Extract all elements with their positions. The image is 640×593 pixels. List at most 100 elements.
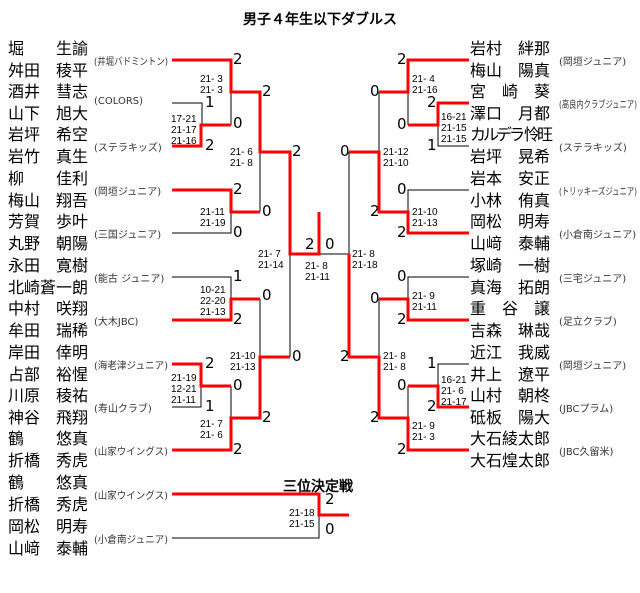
player-family-name: 鶴 [8, 473, 25, 492]
player-name: 吉森琳哉 [470, 320, 550, 342]
player-given-name: 陽大 [517, 408, 550, 427]
team-entry: 大石綾太郎大石煌太郎 [470, 428, 550, 472]
player-name: 近江我威 [470, 342, 550, 364]
bracket-line [172, 515, 320, 539]
player-name: 山下旭大 [8, 103, 88, 125]
bracket-line [407, 276, 469, 299]
game-score: 21- 4 [412, 74, 435, 85]
match-score: 2 [397, 223, 407, 241]
winner-path-line [379, 58, 469, 94]
match-score: 0 [397, 180, 407, 198]
player-family-name: 山下 [8, 104, 41, 123]
player-given-name: 朝陽 [55, 234, 88, 253]
game-score: 21-10 [412, 207, 438, 218]
game-score: 21-17 [171, 125, 197, 136]
match-score: 1 [233, 267, 243, 285]
team-entry: 川原稜祐神谷飛翔 [8, 385, 88, 429]
match-score: 0 [233, 114, 243, 132]
player-family-name: 占部 [8, 365, 41, 384]
player-family-name: 神谷 [8, 408, 41, 427]
match-score: 0 [233, 376, 243, 394]
player-given-name: 生諭 [55, 39, 88, 58]
player-name: 芳賀歩叶 [8, 211, 88, 233]
player-given-name: 綾太郎 [502, 429, 551, 448]
match-score: 1 [427, 136, 437, 154]
match-score: 2 [340, 347, 350, 365]
player-name: カルデラ怜旺 [470, 124, 553, 146]
match-score: 0 [370, 82, 380, 100]
game-score: 21-13 [200, 307, 226, 318]
player-name: 井上遼平 [470, 364, 550, 386]
player-name: 中村咲翔 [8, 298, 88, 320]
player-name: 岩竹真生 [8, 146, 88, 168]
player-given-name: 谷 譲 [501, 299, 550, 318]
player-name: 折橋秀虎 [8, 494, 88, 516]
player-family-name: 岡松 [8, 517, 41, 536]
match-score: 2 [370, 202, 380, 220]
player-name: 岩本安正 [470, 168, 550, 190]
club-name: (三国ジュニア) [94, 230, 162, 241]
player-name: 酒井彗志 [8, 81, 88, 103]
player-family-name: 北崎 [8, 278, 41, 297]
bracket-title: 男子４年生以下ダブルス [243, 12, 397, 28]
game-score: 21- 3 [200, 85, 223, 96]
winner-path-line [349, 150, 469, 235]
game-score: 12-21 [171, 384, 197, 395]
player-given-name: 晃希 [517, 147, 550, 166]
winner-path-line [347, 254, 469, 452]
team-entry: 柳佳利梅山翔吾 [8, 168, 88, 212]
player-family-name: 岩村 [470, 39, 503, 58]
team-entry: 鶴悠真折橋秀虎 [8, 472, 88, 516]
player-given-name: 明寿 [517, 212, 550, 231]
game-score: 10-21 [200, 285, 226, 296]
game-score: 21-13 [412, 218, 438, 229]
player-family-name: 梅山 [470, 61, 503, 80]
player-name: 大石綾太郎 [470, 428, 550, 450]
player-family-name: 山村 [470, 386, 503, 405]
game-score: 21-15 [289, 519, 315, 530]
player-given-name: 悠真 [55, 429, 88, 448]
game-score: 21- 7 [200, 419, 223, 430]
match-score: 0 [397, 115, 407, 133]
player-family-name: 塚崎 [470, 256, 503, 275]
game-score: 21-19 [200, 218, 226, 229]
player-family-name: 近江 [470, 343, 503, 362]
bracket-line [437, 363, 469, 386]
game-score: 21- 7 [258, 249, 281, 260]
match-score: 2 [397, 310, 407, 328]
player-name: 折橋秀虎 [8, 450, 88, 472]
game-score: 21- 9 [412, 291, 435, 302]
game-score: 21-11 [200, 207, 225, 218]
match-score: 0 [397, 267, 407, 285]
player-given-name: 朝柊 [517, 386, 550, 405]
player-family-name: 折橋 [8, 451, 41, 470]
player-name: 真海拓朗 [470, 277, 550, 299]
player-family-name: 柳 [8, 169, 25, 188]
player-given-name: 秀虎 [55, 451, 88, 470]
bracket-line [172, 276, 232, 299]
player-name: 小林侑真 [470, 190, 550, 212]
player-family-name: 中村 [8, 299, 41, 318]
player-given-name: 倖明 [55, 343, 88, 362]
player-name: 永田寛樹 [8, 255, 88, 277]
game-score: 21-18 [289, 508, 315, 519]
winner-path-line [408, 384, 469, 409]
match-score: 2 [370, 408, 380, 426]
player-given-name: 怜旺 [523, 125, 553, 144]
team-entry: 岩本安正小林侑真 [470, 168, 550, 212]
player-name: 岩坪晃希 [470, 146, 550, 168]
player-family-name: 芳賀 [8, 212, 41, 231]
match-score: 2 [233, 50, 243, 68]
match-score: 2 [262, 82, 272, 100]
player-family-name: 折橋 [8, 495, 41, 514]
game-score: 21-16 [171, 136, 197, 147]
match-score: 2 [233, 310, 243, 328]
team-entry: 堀生諭舛田稜平 [8, 38, 88, 82]
